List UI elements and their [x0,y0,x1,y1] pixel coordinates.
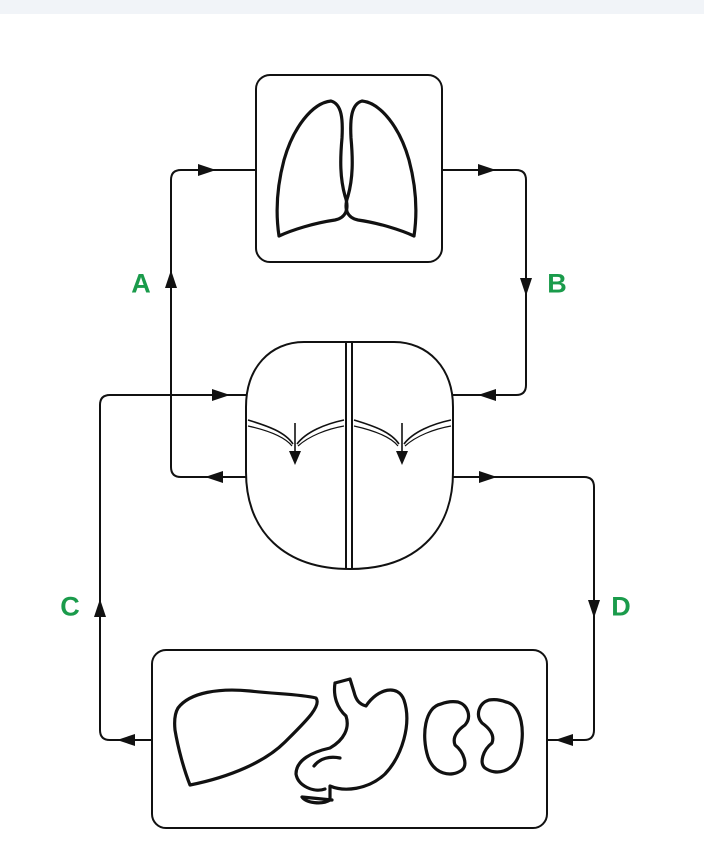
label-c: C [60,591,80,622]
stomach-icon [294,677,409,805]
flow-c-arrow-up [94,599,106,617]
flow-b-arrow-out-lungs [478,164,496,176]
flow-c-line [99,394,246,741]
flow-a-line [170,169,256,478]
flow-a-arrow-in-lungs [198,164,216,176]
flow-a-arrow-out-heart [205,471,223,483]
flow-b-arrow-in-heart [478,389,496,401]
liver-icon [173,688,319,787]
lungs-box [255,74,443,263]
flow-d-arrow-down [588,600,600,618]
heart-icon [247,342,452,569]
organs-box [151,649,548,829]
kidneys-icon [423,698,524,776]
top-strip [0,0,704,14]
flow-d-arrow-out-heart [479,471,497,483]
heart-box [245,341,454,571]
label-b: B [547,268,567,299]
lungs-icon [275,99,418,238]
label-a: A [131,268,151,299]
flow-c-arrow-out-organs [117,734,135,746]
label-d: D [611,591,631,622]
flow-c-arrow-in-heart [212,389,230,401]
flow-b-line [442,169,527,396]
flow-a-arrow-up [165,270,177,288]
flow-d-arrow-in-organs [555,734,573,746]
flow-b-arrow-down [520,278,532,296]
